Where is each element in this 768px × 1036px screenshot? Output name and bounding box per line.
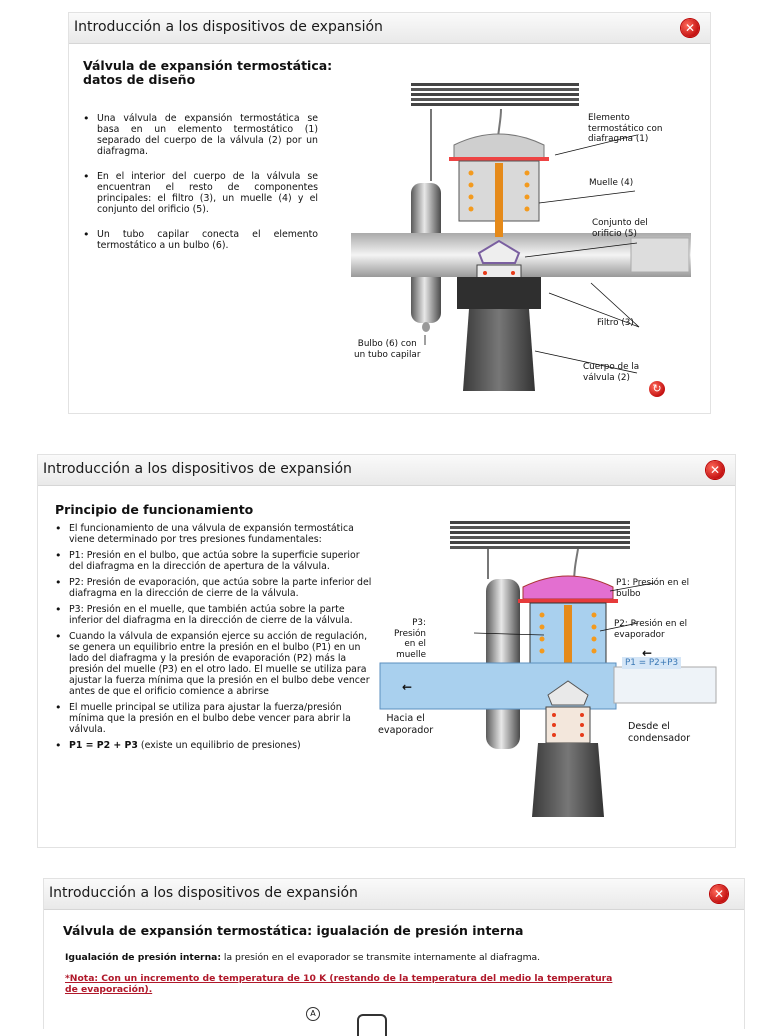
svg-text:←: ←: [402, 680, 412, 694]
valve-body-base: [463, 309, 535, 391]
section-heading: Principio de funcionamiento: [55, 502, 254, 517]
panel-principle: Introducción a los dispositivos de expan…: [37, 454, 736, 848]
label-hacia: Hacia el evaporador: [378, 713, 434, 736]
close-icon[interactable]: ✕: [706, 461, 724, 479]
marker-a: A: [306, 1007, 320, 1021]
panel-title: Introducción a los dispositivos de expan…: [43, 461, 352, 477]
close-icon[interactable]: ✕: [681, 19, 699, 37]
label-elemento: Elemento termostático con diafragma (1): [588, 113, 663, 144]
description-rest: la presión en el evaporador se transmite…: [221, 952, 541, 963]
orange-rod: [564, 605, 572, 681]
next-icon[interactable]: ↻: [649, 381, 665, 397]
equation-box: P1 = P2+P3: [622, 657, 682, 669]
panel-design-data: Introducción a los dispositivos de expan…: [68, 12, 711, 414]
panel-titlebar: Introducción a los dispositivos de expan…: [44, 879, 744, 910]
valve-diagram: ← ←: [379, 521, 717, 817]
list-item: En el interior del cuerpo de la válvula …: [83, 171, 318, 215]
marker-a-label: A: [310, 1009, 316, 1018]
description-bold: Igualación de presión interna:: [65, 952, 222, 963]
capillary-coil: [411, 83, 579, 106]
list-item: Cuando la válvula de expansión ejerce su…: [55, 631, 373, 697]
list-item: El muelle principal se utiliza para ajus…: [55, 702, 373, 735]
label-cuerpo: Cuerpo de la válvula (2): [583, 362, 640, 383]
label-p1: P1: Presión en el bulbo: [616, 578, 690, 599]
list-item: Un tubo capilar conecta el elemento term…: [83, 229, 318, 251]
close-icon[interactable]: ✕: [710, 885, 728, 903]
bullet-list: El funcionamiento de una válvula de expa…: [55, 523, 373, 757]
panel-title: Introducción a los dispositivos de expan…: [49, 885, 358, 901]
bullet-list: Una válvula de expansión termostática se…: [83, 113, 318, 257]
label-p3: P3: Presión en el muelle: [394, 618, 426, 660]
panel-titlebar: Introducción a los dispositivos de expan…: [38, 455, 735, 486]
section-heading: Válvula de expansión termostática: igual…: [63, 923, 524, 938]
description-line: Igualación de presión interna: la presió…: [65, 952, 540, 963]
label-desde: Desde el condensador: [628, 721, 691, 744]
panel-titlebar: Introducción a los dispositivos de expan…: [69, 13, 710, 44]
valve-body-base: [532, 743, 604, 817]
diagram-frame-corner: [357, 1014, 387, 1036]
note-text: *Nota: Con un incremento de temperatura …: [65, 973, 613, 995]
label-p2: P2: Presión en el evaporador: [614, 619, 688, 640]
panel-pressure-equalization: Introducción a los dispositivos de expan…: [43, 878, 745, 1036]
label-conjunto: Conjunto del orificio (5): [592, 218, 648, 239]
label-bulbo: Bulbo (6) con un tubo capilar: [354, 339, 421, 360]
pink-chamber: [522, 575, 614, 600]
pipe-inlet: [613, 666, 717, 704]
list-item: P3: Presión en el muelle, que también ac…: [55, 604, 373, 626]
list-item: El funcionamiento de una válvula de expa…: [55, 523, 373, 545]
list-item: P1: Presión en el bulbo, que actúa sobre…: [55, 550, 373, 572]
list-item: P1 = P2 + P3 (existe un equilibrio de pr…: [55, 740, 373, 751]
equation-text: P1 = P2+P3: [622, 657, 682, 669]
list-item: Una válvula de expansión termostática se…: [83, 113, 318, 157]
valve-diagram: [351, 83, 691, 391]
panel-title: Introducción a los dispositivos de expan…: [74, 19, 383, 35]
label-filtro: Filtro (3): [597, 318, 634, 328]
label-muelle: Muelle (4): [589, 178, 634, 188]
equation-rest: (existe un equilibrio de presiones): [137, 740, 301, 751]
list-item: P2: Presión de evaporación, que actúa so…: [55, 577, 373, 599]
capillary-coil: [450, 521, 630, 549]
section-heading: Válvula de expansión termostática: datos…: [83, 58, 333, 87]
equation-bold: P1 = P2 + P3: [69, 740, 138, 751]
orange-rod: [495, 163, 503, 237]
svg-text:←: ←: [642, 646, 652, 660]
